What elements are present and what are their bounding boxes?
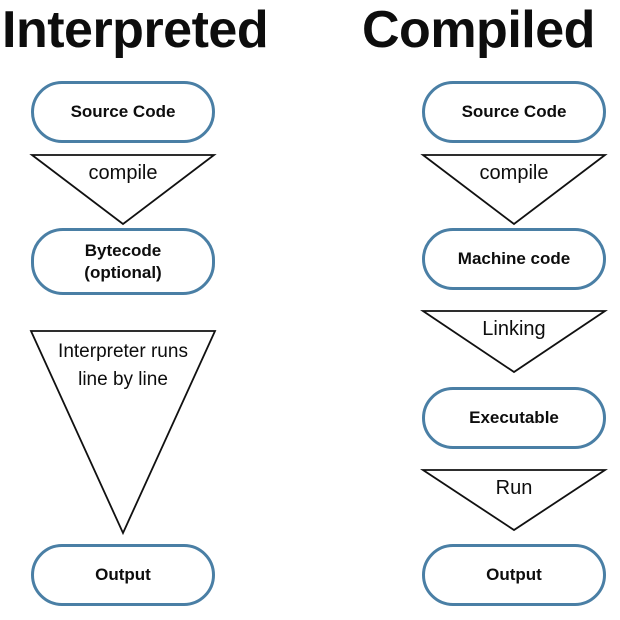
node-interpreted-bytecode[interactable]: Bytecode (optional)	[31, 228, 215, 295]
node-label: Bytecode (optional)	[84, 240, 162, 282]
node-compiled-machine-code[interactable]: Machine code	[422, 228, 606, 290]
triangle-shape	[420, 469, 608, 532]
column-heading-interpreted: Interpreted	[2, 1, 269, 59]
node-interpreted-output[interactable]: Output	[31, 544, 215, 606]
node-interpreted-source-code[interactable]: Source Code	[31, 81, 215, 143]
connector-interpreted-compile: compile	[29, 154, 217, 226]
connector-compiled-compile: compile	[420, 154, 608, 226]
node-label: Source Code	[461, 102, 567, 121]
triangle-shape	[420, 310, 608, 374]
column-heading-compiled: Compiled	[362, 1, 595, 59]
node-compiled-executable[interactable]: Executable	[422, 387, 606, 449]
connector-compiled-run: Run	[420, 469, 608, 532]
node-compiled-output[interactable]: Output	[422, 544, 606, 606]
triangle-shape	[420, 154, 608, 226]
node-label: Machine code	[457, 249, 571, 268]
node-compiled-source-code[interactable]: Source Code	[422, 81, 606, 143]
node-label: Output	[486, 565, 542, 584]
triangle-shape	[29, 154, 217, 226]
node-label: Source Code	[70, 102, 176, 121]
connector-compiled-linking: Linking	[420, 310, 608, 374]
triangle-shape	[29, 330, 217, 536]
node-label: Output	[95, 565, 151, 584]
connector-interpreted-interpreter: Interpreter runs line by line	[29, 330, 217, 536]
node-label: Executable	[469, 408, 559, 427]
